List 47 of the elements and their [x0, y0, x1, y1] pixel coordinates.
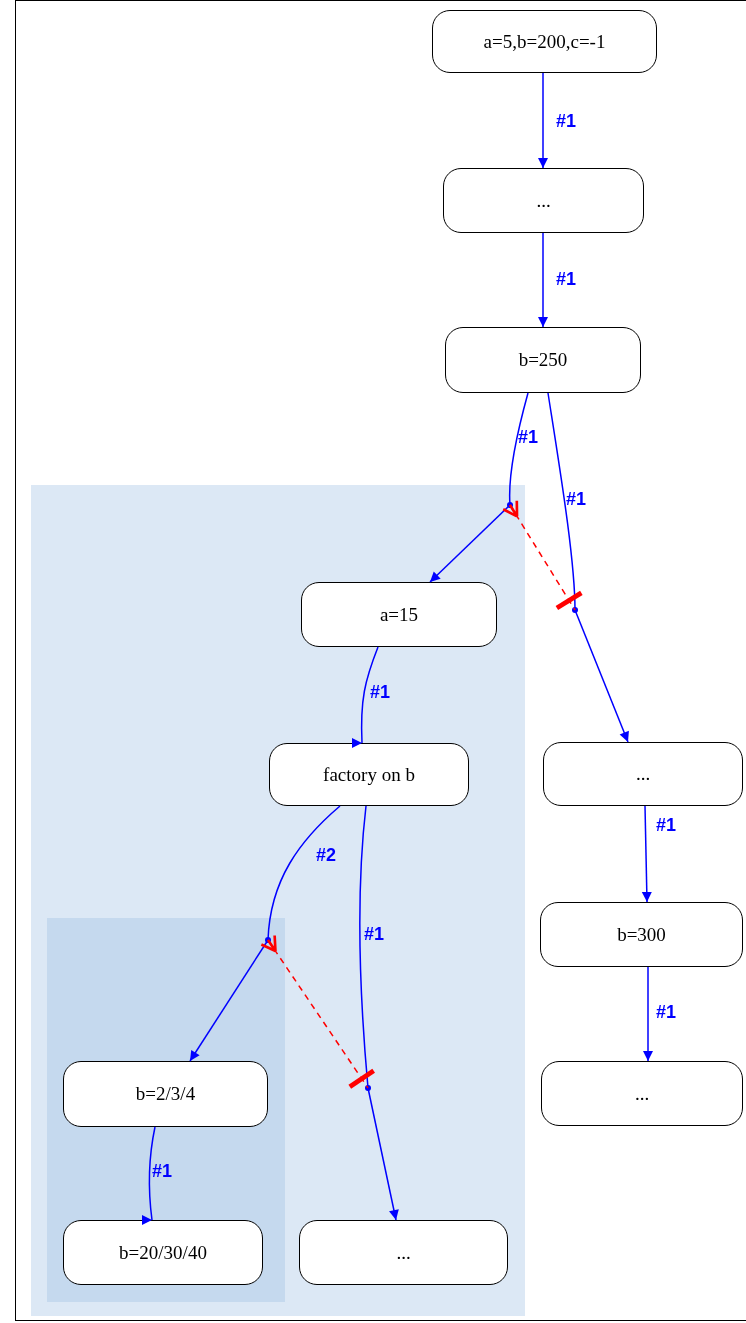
arrow — [538, 72, 548, 169]
edge-label: #1 — [152, 1162, 173, 1180]
node-label: b=300 — [617, 923, 666, 946]
process-box — [63, 1220, 263, 1285]
junction-point — [265, 937, 271, 943]
process-box — [432, 10, 657, 73]
process-box — [443, 168, 644, 233]
dashed-connector — [260, 934, 377, 1090]
arrow — [189, 939, 269, 1062]
process-box — [301, 582, 497, 647]
process-box — [540, 902, 743, 967]
edge-label: #1 — [556, 270, 577, 288]
process-box — [541, 1061, 743, 1126]
cluster-region — [47, 918, 285, 1302]
arrow — [367, 1087, 399, 1221]
arrow — [429, 504, 511, 583]
edge-label: #1 — [566, 490, 587, 508]
process-box — [299, 1220, 508, 1285]
arrow — [574, 609, 629, 743]
arrow — [643, 966, 653, 1062]
node-label: a=15 — [379, 603, 419, 626]
process-box — [63, 1061, 268, 1127]
edge-label: #2 — [316, 846, 337, 864]
edge-label: #1 — [518, 428, 539, 446]
arrow — [641, 805, 652, 903]
node-label: b=2/3/4 — [135, 1083, 196, 1105]
edge-label: #1 — [556, 112, 577, 130]
node-label: ... — [396, 1241, 411, 1264]
junction-point — [365, 1085, 371, 1091]
node-label: ... — [635, 763, 651, 785]
node-label: ... — [634, 1082, 650, 1105]
node-label: b=20/30/40 — [119, 1241, 207, 1264]
edge-label: #1 — [656, 816, 677, 834]
node-label: a=5,b=200,c=-1 — [483, 30, 606, 53]
process-box — [445, 327, 641, 393]
dashed-connector — [501, 499, 584, 611]
process-box — [269, 743, 469, 806]
node-label: ... — [536, 189, 551, 212]
junction-point — [572, 607, 578, 613]
arrow — [538, 232, 548, 328]
process-box — [543, 742, 743, 806]
cluster-region — [31, 485, 525, 1316]
edge-label: #1 — [364, 925, 385, 943]
node-label: b=250 — [518, 349, 568, 371]
node-label: factory on b — [323, 763, 415, 786]
edge-label: #1 — [656, 1003, 677, 1021]
junction-point — [507, 502, 513, 508]
